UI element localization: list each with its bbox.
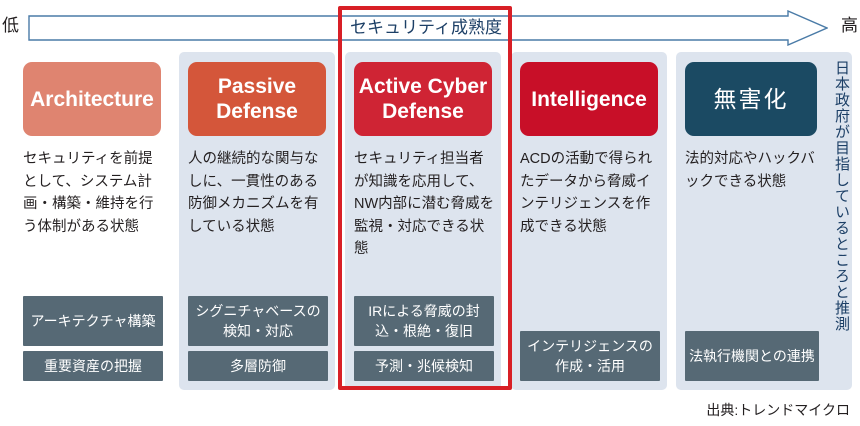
maturity-axis-title: セキュリティ成熟度 [350, 18, 502, 37]
maturity-axis: 低 セキュリティ成熟度 高 [0, 8, 860, 48]
column-tags-passive-defense: シグニチャベースの検知・対応 多層防御 [188, 291, 328, 381]
tag-item[interactable]: シグニチャベースの検知・対応 [188, 296, 328, 346]
axis-low-label: 低 [2, 16, 19, 35]
column-description-passive-defense: 人の継続的な関与なしに、一貫性のある防御メカニズムを有している状態 [188, 151, 319, 235]
column-tags-intelligence: インテリジェンスの作成・活用 [520, 326, 660, 381]
tag-item[interactable]: 重要資産の把握 [23, 351, 163, 381]
maturity-arrow-shape [28, 10, 828, 46]
column-header-passive-defense: Passive Defense [188, 62, 326, 136]
column-description-neutralization: 法的対応やハックバックできる状態 [685, 151, 815, 190]
maturity-column-active-cyber-defense[interactable]: Active Cyber Defense セキュリティ担当者が知識を応用して、N… [345, 52, 501, 390]
column-description-intelligence: ACDの活動で得られたデータから脅威インテリジェンスを作成できる状態 [520, 151, 653, 235]
column-tags-neutralization: 法執行機関との連携 [685, 326, 819, 381]
column-header-neutralization: 無害化 [685, 62, 817, 136]
tag-item[interactable]: 予測・兆候検知 [354, 351, 494, 381]
source-attribution: 出典:トレンドマイクロ [706, 402, 850, 418]
tag-item[interactable]: アーキテクチャ構築 [23, 296, 163, 346]
vertical-annotation-note: 日本政府が目指しているところと推測 [833, 60, 850, 332]
maturity-column-intelligence[interactable]: Intelligence ACDの活動で得られたデータから脅威インテリジェンスを… [511, 52, 667, 390]
column-header-intelligence: Intelligence [520, 62, 658, 136]
maturity-column-passive-defense[interactable]: Passive Defense 人の継続的な関与なしに、一貫性のある防御メカニズ… [179, 52, 335, 390]
column-header-active-cyber-defense: Active Cyber Defense [354, 62, 492, 136]
column-tags-active-cyber-defense: IRによる脅威の封込・根絶・復旧 予測・兆候検知 [354, 291, 494, 381]
maturity-column-architecture[interactable]: Architecture セキュリティを前提として、システム計画・構築・維持を行… [14, 52, 170, 390]
axis-high-label: 高 [841, 16, 858, 35]
tag-item[interactable]: 多層防御 [188, 351, 328, 381]
column-header-architecture: Architecture [23, 62, 161, 136]
tag-item[interactable]: 法執行機関との連携 [685, 331, 819, 381]
tag-item[interactable]: IRによる脅威の封込・根絶・復旧 [354, 296, 494, 346]
tag-item[interactable]: インテリジェンスの作成・活用 [520, 331, 660, 381]
column-description-active-cyber-defense: セキュリティ担当者が知識を応用して、NW内部に潜む脅威を監視・対応できる状態 [354, 151, 495, 258]
maturity-columns: Architecture セキュリティを前提として、システム計画・構築・維持を行… [0, 52, 860, 390]
maturity-column-neutralization[interactable]: 無害化 法的対応やハックバックできる状態 法執行機関との連携 [676, 52, 852, 390]
column-description-architecture: セキュリティを前提として、システム計画・構築・維持を行う体制がある状態 [23, 151, 154, 235]
column-tags-architecture: アーキテクチャ構築 重要資産の把握 [23, 291, 163, 381]
